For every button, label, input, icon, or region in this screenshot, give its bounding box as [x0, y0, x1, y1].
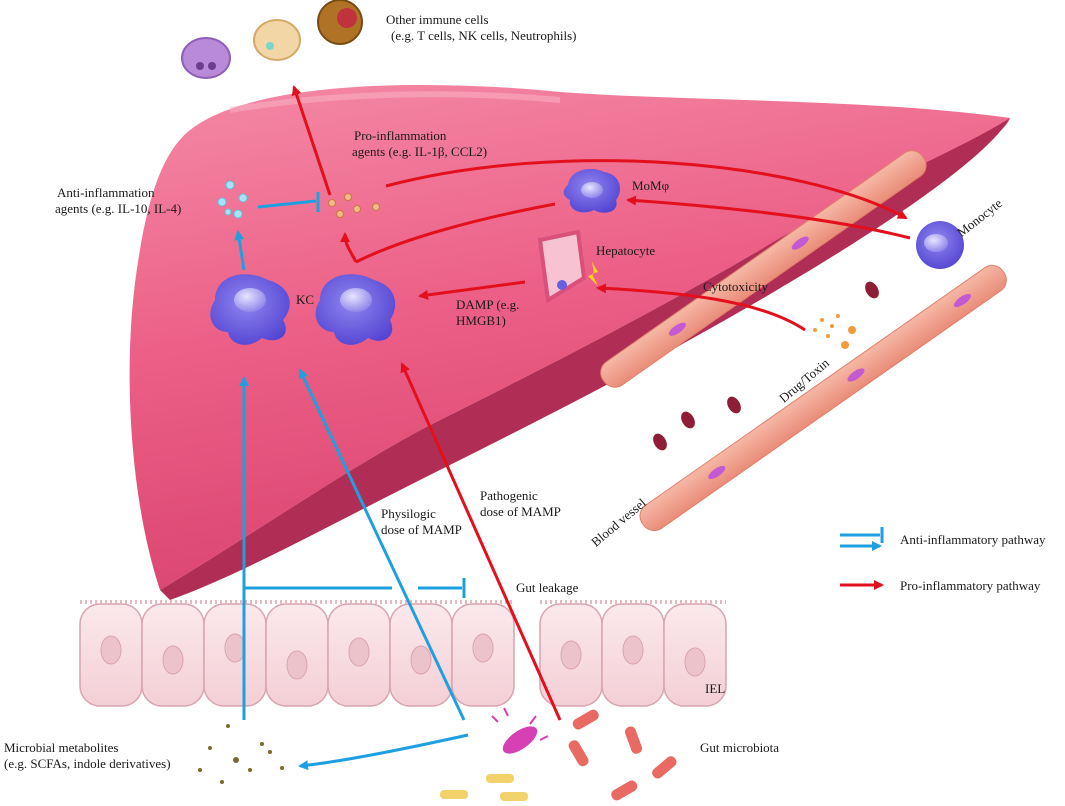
- legend-anti-label: Anti-inflammatory pathway: [900, 532, 1046, 547]
- pathogenic-label: Pathogenic dose of MAMP: [480, 488, 561, 520]
- iel-label: IEL: [705, 681, 726, 696]
- pathogenic-line2: dose of MAMP: [480, 504, 561, 519]
- legend-anti-symbol: [840, 527, 884, 551]
- other-immune-cells: [181, 0, 363, 79]
- anti-inflammation-label: Anti-inflammation agents (e.g. IL-10, IL…: [55, 185, 181, 217]
- anti-inflammatory-arrows: [234, 192, 469, 771]
- anti-inflammation-line1: Anti-inflammation: [57, 185, 155, 200]
- blood-vessel: [600, 150, 1007, 532]
- physiologic-line1: Physilogic: [381, 506, 436, 521]
- gut-epithelium: [79, 600, 727, 707]
- pro-inflammation-line2: agents (e.g. IL-1β, CCL2): [352, 144, 488, 159]
- pathogenic-line1: Pathogenic: [480, 488, 538, 503]
- kupffer-cells: [210, 274, 396, 345]
- damp-line1: DAMP (e.g.: [456, 297, 520, 312]
- other-immune-line2: (e.g. T cells, NK cells, Neutrophils): [391, 28, 577, 43]
- cytotoxicity-label: Cytotoxicity: [703, 279, 768, 294]
- other-immune-label: Other immune cells (e.g. T cells, NK cel…: [386, 12, 576, 44]
- legend-pro-label: Pro-inflammatory pathway: [900, 578, 1041, 593]
- microbial-metabolites-label: Microbial metabolites (e.g. SCFAs, indol…: [4, 740, 171, 772]
- physiologic-line2: dose of MAMP: [381, 522, 462, 537]
- monocyte-cell: [916, 221, 964, 269]
- cytokines: [217, 180, 380, 219]
- gut-microbes: [440, 707, 677, 801]
- gut-microbiota-label: Gut microbiota: [700, 740, 780, 755]
- anti-inflammation-line2: agents (e.g. IL-10, IL-4): [55, 201, 182, 216]
- drug-toxin-particles: [813, 314, 856, 349]
- metabolite-particles: [198, 724, 284, 784]
- microbial-line2: (e.g. SCFAs, indole derivatives): [4, 756, 171, 771]
- hepatocyte-cell: [537, 229, 598, 304]
- pro-inflammatory-arrows: [291, 85, 911, 721]
- microbial-line1: Microbial metabolites: [4, 740, 119, 755]
- damp-label: DAMP (e.g. HMGB1): [456, 297, 519, 329]
- momphi-label: MoMφ: [632, 178, 670, 193]
- damp-line2: HMGB1): [456, 313, 506, 328]
- pro-inflammation-line1: Pro-inflammation: [354, 128, 447, 143]
- gut-leakage-label: Gut leakage: [516, 580, 579, 595]
- pro-inflammation-label: Pro-inflammation agents (e.g. IL-1β, CCL…: [352, 128, 487, 160]
- physiologic-label: Physilogic dose of MAMP: [381, 506, 462, 538]
- other-immune-line1: Other immune cells: [386, 12, 489, 27]
- momphi-cell: [563, 168, 620, 213]
- hepatocyte-label: Hepatocyte: [596, 243, 656, 258]
- kc-label: KC: [296, 292, 315, 307]
